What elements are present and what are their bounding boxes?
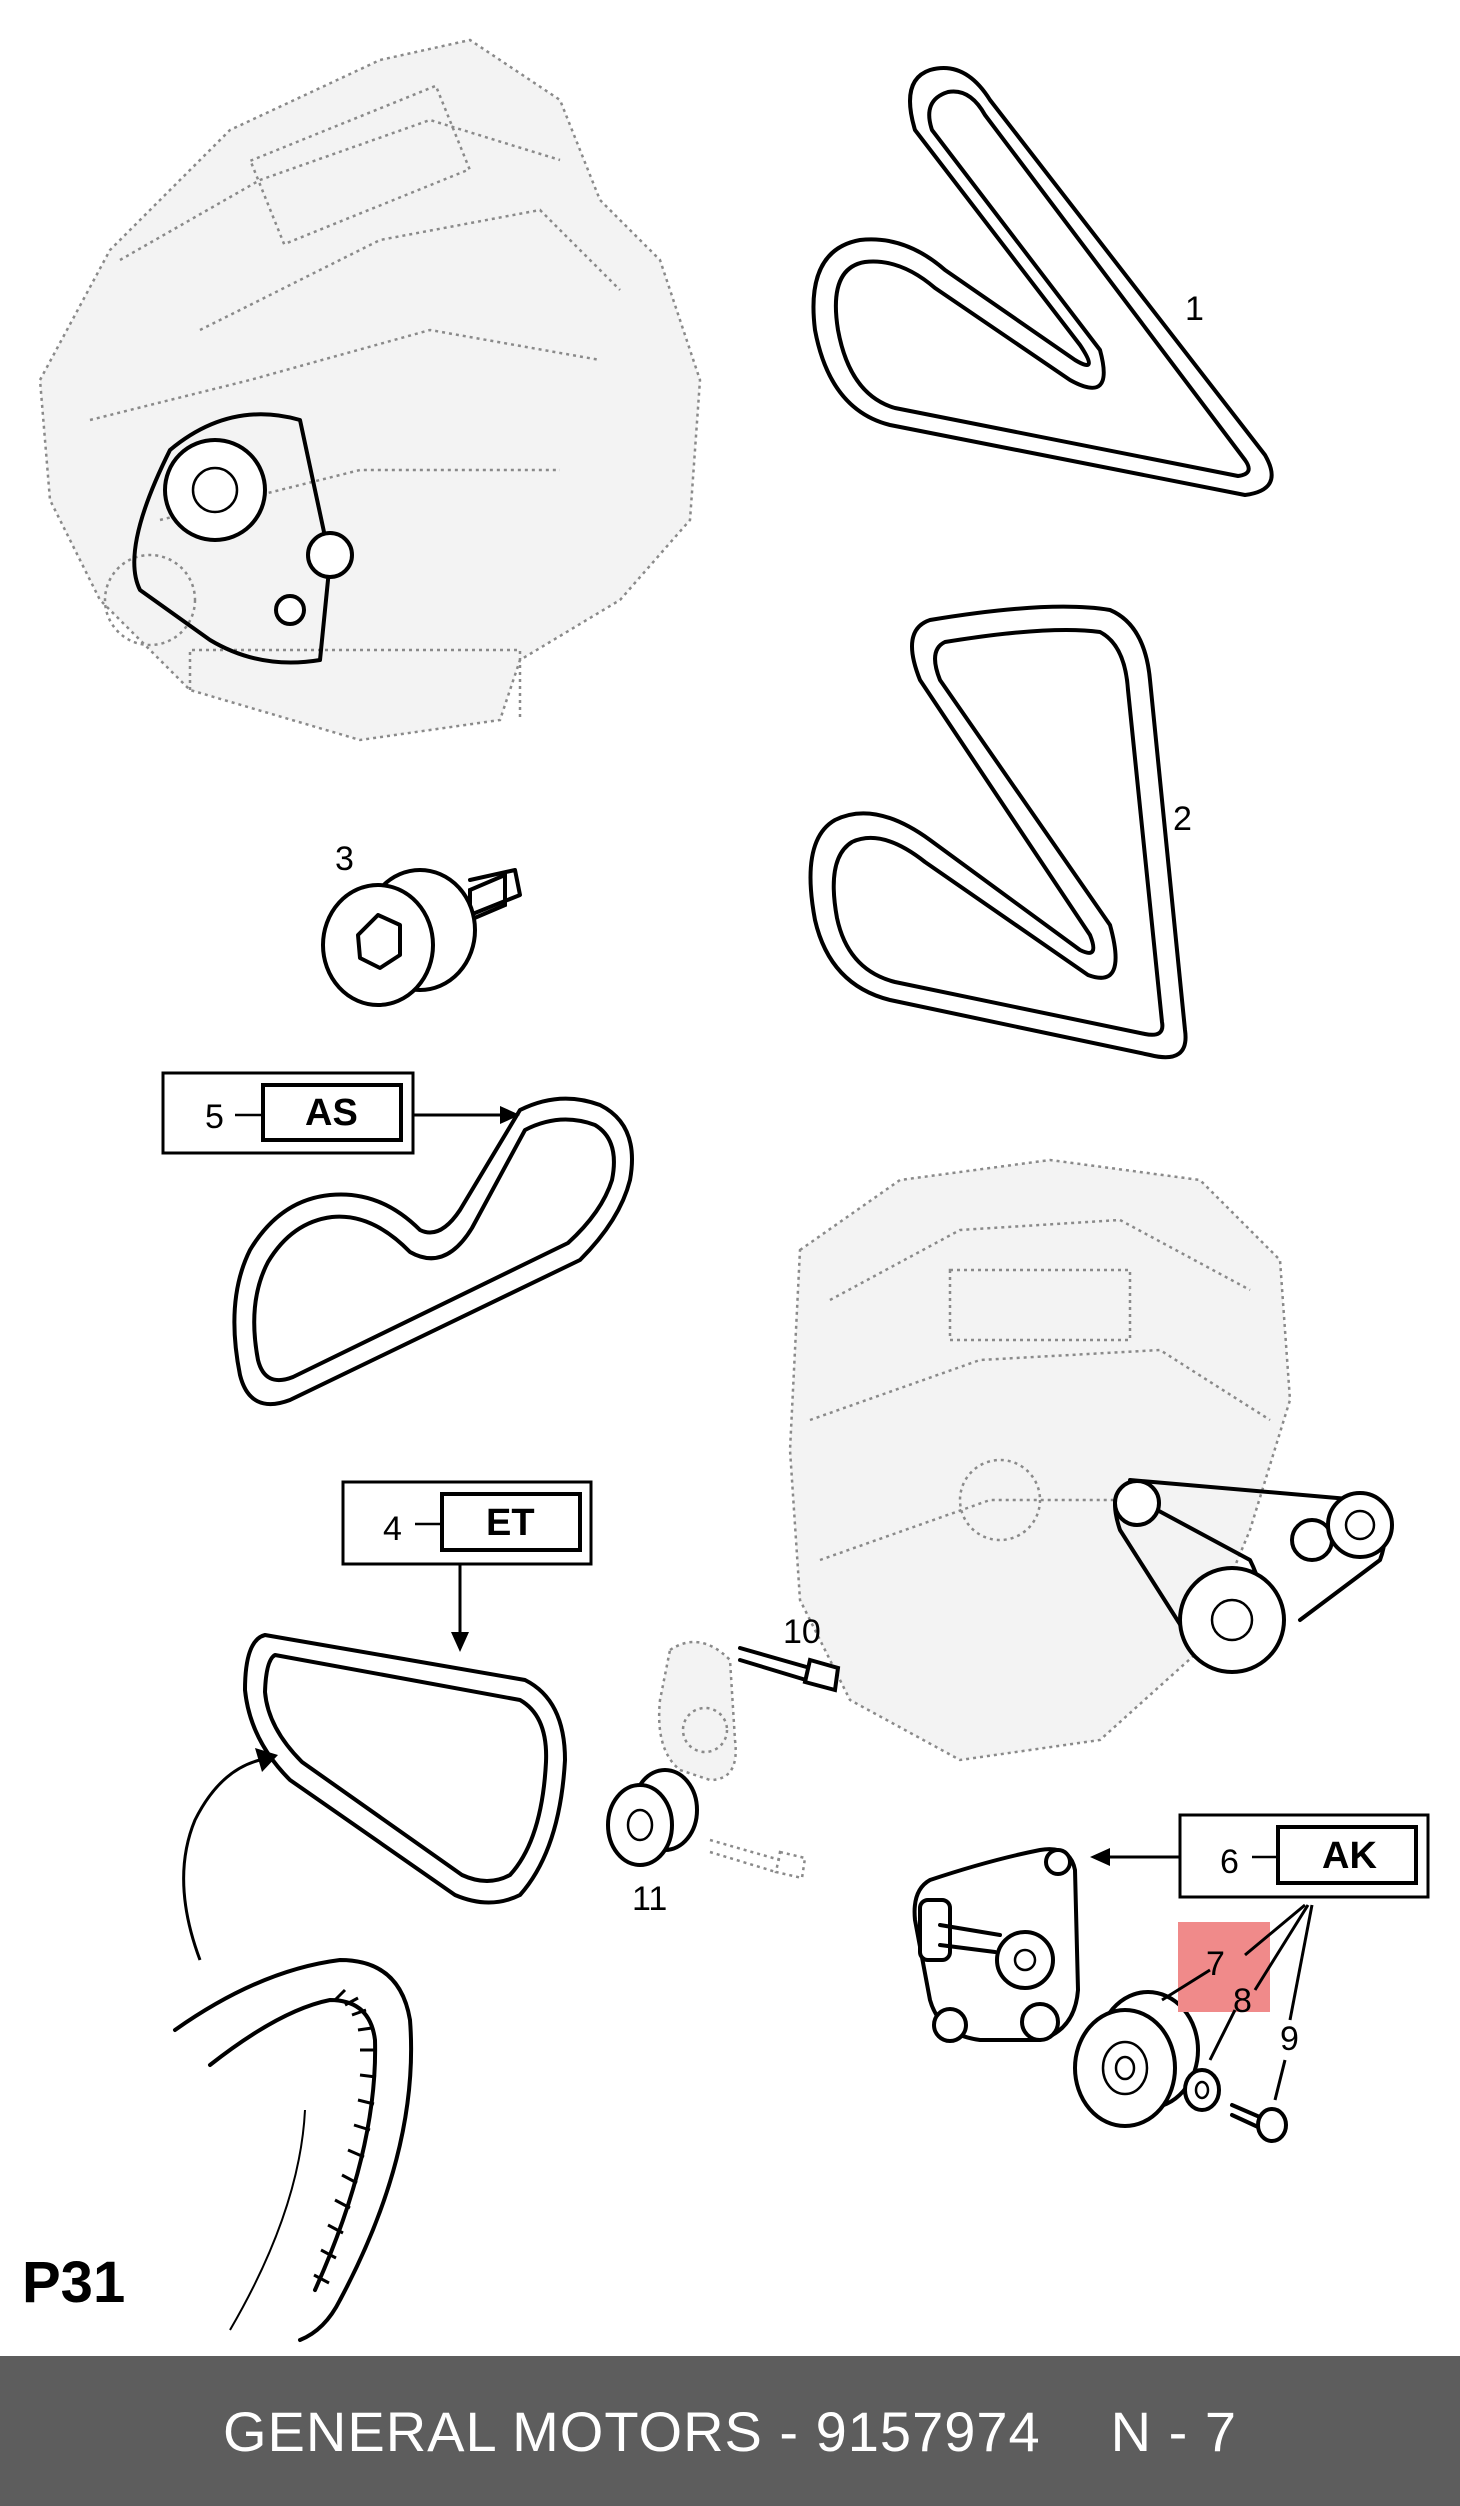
footer-bar: GENERAL MOTORS - 9157974 N - 7 <box>0 2356 1460 2506</box>
code-et: ET <box>486 1502 535 1544</box>
pulley-11: 11 <box>606 1768 807 1918</box>
callout-11: 11 <box>632 1880 667 1918</box>
idler-pulley-3: 3 <box>321 840 522 1007</box>
callout-3: 3 <box>335 840 354 878</box>
callout-leaders: 7 8 9 <box>1161 1903 1314 2101</box>
callout-6: 6 <box>1220 1843 1239 1881</box>
belt-5 <box>232 1096 634 1406</box>
parts-diagram: 1 2 3 5 AS <box>22 38 1430 2342</box>
tensioner-ghost <box>658 1640 737 1782</box>
highlight-box <box>1178 1922 1270 2012</box>
callout-4: 4 <box>383 1510 402 1548</box>
callout-8: 8 <box>1233 1982 1252 2020</box>
belt-1: 1 <box>811 66 1274 497</box>
manufacturer-label: GENERAL MOTORS <box>222 2399 763 2463</box>
callout-9: 9 <box>1280 2020 1299 2058</box>
pulley-7 <box>1073 1990 1200 2128</box>
reference-box-5: 5 AS <box>161 1071 520 1155</box>
engine-illustration-middle <box>788 1158 1394 1762</box>
page-code: P31 <box>22 2250 125 2315</box>
belt-4 <box>182 1633 567 1961</box>
callout-7: 7 <box>1206 1945 1225 1983</box>
washer-8 <box>1183 2068 1221 2112</box>
callout-10: 10 <box>783 1613 821 1651</box>
bolt-9 <box>1230 2103 1288 2143</box>
code-as: AS <box>305 1092 358 1134</box>
callout-1: 1 <box>1185 290 1204 328</box>
reference-box-4: 4 ET <box>341 1480 593 1652</box>
reference-box-6: 6 AK <box>1090 1813 1430 1899</box>
position-label: N - 7 <box>1110 2399 1238 2463</box>
belt-cross-section <box>173 1958 414 2342</box>
code-ak: AK <box>1322 1835 1377 1877</box>
callout-5: 5 <box>205 1098 224 1136</box>
dash-separator: - <box>779 2399 800 2463</box>
bolt-10: 10 <box>738 1613 841 1693</box>
part-number: 9157974 <box>815 2399 1041 2463</box>
belt-2: 2 <box>808 604 1192 1060</box>
callout-2: 2 <box>1173 800 1192 838</box>
engine-illustration-top <box>38 38 702 742</box>
tensioner-assembly <box>912 1847 1081 2043</box>
